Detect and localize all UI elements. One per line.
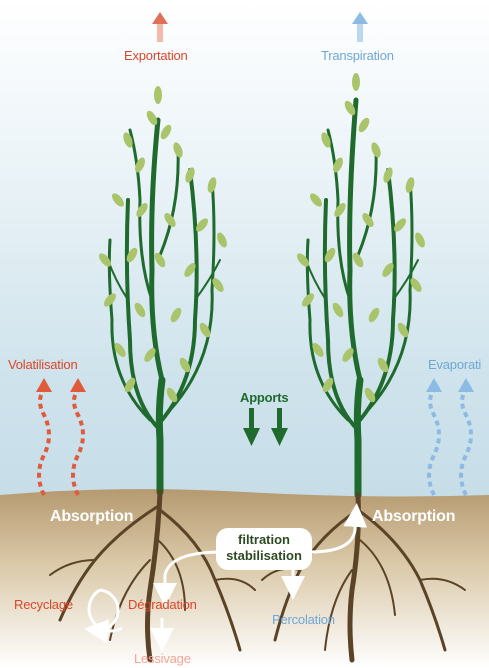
transpiration-label: Transpiration bbox=[321, 48, 394, 63]
recyclage-label: Recyclage bbox=[14, 597, 73, 612]
evaporation-label: Evaporati bbox=[428, 357, 481, 372]
filtration-stabilisation-box: filtration stabilisation bbox=[216, 528, 312, 570]
exportation-label: Exportation bbox=[124, 48, 188, 63]
sky-background bbox=[0, 0, 489, 500]
filtration-line: filtration bbox=[224, 532, 304, 548]
percolation-label: Percolation bbox=[272, 612, 335, 627]
stabilisation-line: stabilisation bbox=[224, 548, 304, 564]
absorption-left-label: Absorption bbox=[50, 508, 133, 526]
apports-label: Apports bbox=[240, 390, 288, 405]
degradation-label: Dégradation bbox=[128, 597, 197, 612]
absorption-right-label: Absorption bbox=[372, 508, 455, 526]
volatilisation-label: Volatilisation bbox=[8, 357, 77, 372]
lessivage-label: Lessivage bbox=[134, 651, 191, 666]
